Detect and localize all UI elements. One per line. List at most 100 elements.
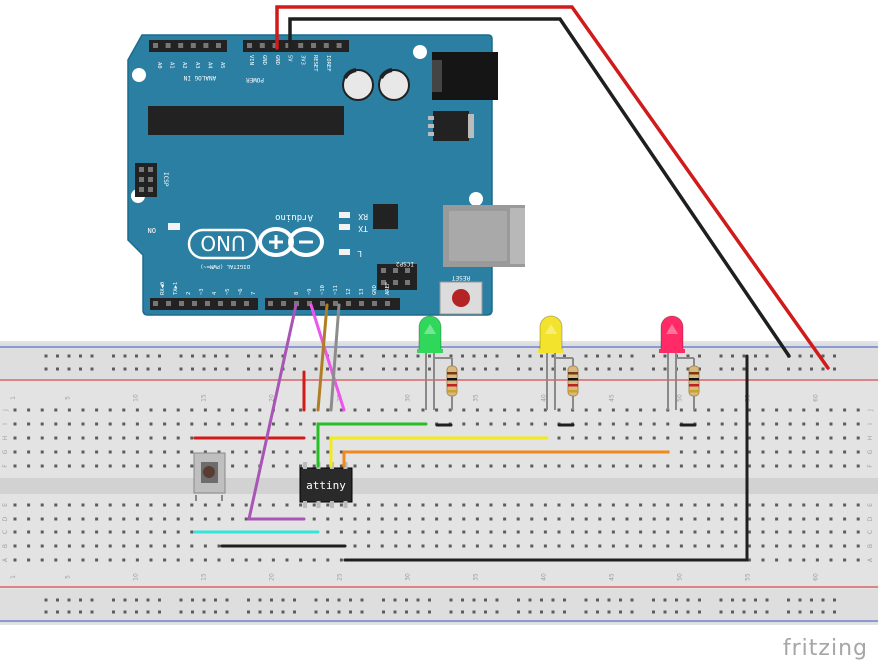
- rail-hole: [742, 598, 746, 602]
- icsp-pin: [139, 177, 144, 182]
- breadboard-hole: [679, 503, 683, 507]
- breadboard-hole: [312, 517, 316, 521]
- breadboard-hole: [815, 558, 819, 562]
- breadboard-hole: [190, 408, 194, 412]
- breadboard-hole: [40, 530, 44, 534]
- digital-pin-label: 13: [359, 288, 365, 295]
- breadboard-hole: [421, 464, 425, 468]
- breadboard-hole: [503, 530, 507, 534]
- rail-hole: [619, 598, 622, 602]
- breadboard-hole: [788, 558, 792, 562]
- rail-hole: [563, 610, 566, 614]
- breadboard-hole: [203, 544, 207, 548]
- breadboard-hole: [95, 422, 99, 426]
- breadboard-hole: [339, 558, 343, 562]
- header-pin: [285, 43, 291, 48]
- l-led: [339, 249, 350, 255]
- row-letter: J: [2, 409, 9, 412]
- rail-hole: [135, 367, 138, 371]
- breadboard-hole: [543, 544, 547, 548]
- breadboard-hole: [829, 464, 833, 468]
- icsp-pin: [139, 167, 144, 172]
- breadboard-hole: [217, 450, 221, 454]
- uno-text: UNO: [200, 231, 245, 255]
- rail-hole: [528, 354, 532, 358]
- breadboard-hole: [652, 544, 656, 548]
- breadboard-hole: [394, 530, 398, 534]
- breadboard-hole: [54, 464, 58, 468]
- breadboard-hole: [81, 450, 85, 454]
- breadboard-hole: [67, 450, 71, 454]
- power-pin-label: 5V: [287, 55, 293, 62]
- breadboard-hole: [475, 530, 479, 534]
- breadboard-hole: [407, 544, 411, 548]
- fritzing-watermark: fritzing: [783, 636, 868, 661]
- breadboard-hole: [652, 517, 656, 521]
- breadboard-hole: [367, 544, 371, 548]
- breadboard-hole: [802, 450, 806, 454]
- breadboard-hole: [407, 408, 411, 412]
- breadboard-hole: [54, 558, 58, 562]
- rail-hole: [517, 367, 520, 371]
- breadboard-hole: [231, 422, 235, 426]
- breadboard-hole: [27, 517, 31, 521]
- breadboard-hole: [190, 558, 194, 562]
- rail-hole: [382, 354, 385, 358]
- rail-hole: [810, 598, 813, 602]
- breadboard-hole: [312, 450, 316, 454]
- header-pin: [298, 43, 304, 48]
- breadboard-hole: [584, 517, 588, 521]
- rail-hole: [90, 367, 94, 371]
- breadboard-hole: [176, 436, 180, 440]
- breadboard-hole: [815, 503, 819, 507]
- breadboard-hole: [271, 464, 275, 468]
- led-body: [660, 315, 684, 351]
- breadboard-hole: [489, 503, 493, 507]
- row-letter: I: [2, 423, 9, 425]
- analog-pin-label: A5: [219, 62, 225, 69]
- rail-hole: [146, 354, 150, 358]
- breadboard-hole: [271, 450, 275, 454]
- breadboard-hole: [815, 450, 819, 454]
- rail-hole: [191, 367, 194, 371]
- led-rim: [659, 349, 685, 353]
- breadboard-hole: [611, 422, 615, 426]
- green-wire: [316, 422, 428, 468]
- breadboard-hole: [720, 436, 724, 440]
- rail-hole: [742, 610, 746, 614]
- header-pin: [178, 43, 184, 48]
- resistor-band: [447, 372, 457, 375]
- breadboard-hole: [217, 422, 221, 426]
- rail-hole: [146, 367, 150, 371]
- breadboard-hole: [67, 530, 71, 534]
- analog-header: [149, 40, 227, 52]
- breadboard-hole: [666, 422, 670, 426]
- breadboard-hole: [720, 517, 724, 521]
- led-rim: [538, 349, 564, 353]
- breadboard-hole: [326, 503, 330, 507]
- breadboard-hole: [747, 464, 751, 468]
- rail-hole: [754, 598, 757, 602]
- breadboard-hole: [788, 544, 792, 548]
- breadboard-hole: [557, 464, 561, 468]
- breadboard-hole: [856, 530, 860, 534]
- breadboard-hole: [13, 503, 17, 507]
- breadboard-hole: [571, 503, 575, 507]
- breadboard-hole: [95, 558, 99, 562]
- rail-hole: [731, 367, 734, 371]
- breadboard-hole: [584, 436, 588, 440]
- breadboard-hole: [299, 422, 303, 426]
- header-pin: [153, 301, 158, 306]
- breadboard-hole: [176, 503, 180, 507]
- breadboard-hole: [611, 503, 615, 507]
- breadboard-hole: [815, 408, 819, 412]
- breadboard-hole: [856, 544, 860, 548]
- rail-hole: [191, 354, 194, 358]
- rail-hole: [787, 367, 790, 371]
- rail-hole: [112, 367, 115, 371]
- breadboard-hole: [516, 544, 520, 548]
- breadboard-hole: [81, 558, 85, 562]
- rail-hole: [158, 598, 161, 602]
- breadboard-hole: [367, 464, 371, 468]
- breadboard-hole: [339, 517, 343, 521]
